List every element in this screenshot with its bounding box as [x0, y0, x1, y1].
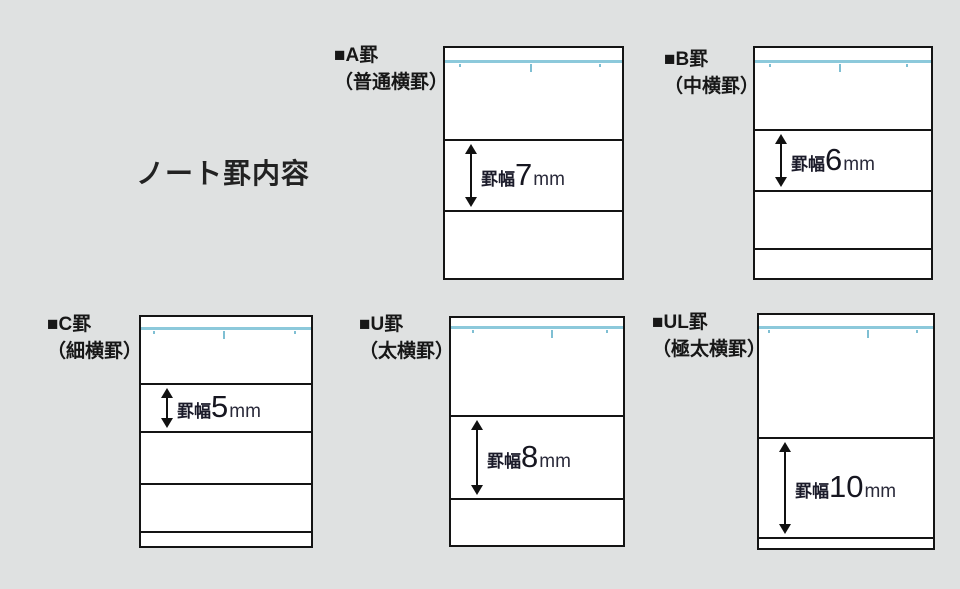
ruled-line — [451, 415, 623, 417]
arrow-stem — [784, 450, 786, 526]
measure-unit: mm — [229, 401, 261, 422]
ruled-line — [759, 537, 933, 539]
ruled-line — [141, 431, 311, 433]
measure-value: 10 — [829, 469, 864, 504]
margin-tick — [223, 331, 225, 339]
margin-line — [141, 327, 311, 330]
margin-tick — [551, 330, 553, 338]
margin-line — [759, 326, 933, 329]
width-arrow — [465, 144, 477, 207]
ruled-line — [451, 498, 623, 500]
margin-tick — [916, 330, 918, 333]
width-arrow — [161, 388, 173, 428]
arrow-head-down-icon — [779, 524, 791, 534]
page-title: ノート罫内容 — [136, 158, 311, 189]
margin-tick — [530, 64, 532, 72]
measure-unit: mm — [843, 153, 875, 175]
margin-tick — [459, 64, 461, 67]
panel-name: ■A罫 — [334, 45, 379, 66]
margin-tick — [606, 330, 608, 333]
margin-line — [755, 60, 931, 63]
margin-line — [451, 326, 623, 329]
panel-name: ■B罫 — [664, 49, 709, 70]
ruled-line — [445, 139, 622, 141]
panel-subname: （普通横罫） — [334, 72, 449, 93]
measure-label: 罫幅 — [791, 154, 825, 174]
ruled-line — [141, 383, 311, 385]
measure-value: 8 — [521, 438, 539, 474]
measure-value: 5 — [211, 389, 229, 424]
measure-unit: mm — [539, 450, 571, 472]
arrow-stem — [476, 428, 478, 487]
measure-unit: mm — [864, 481, 897, 502]
panel-label-B: ■B罫 （中横罫） — [664, 46, 759, 100]
measure-value: 7 — [515, 156, 533, 192]
margin-tick — [867, 330, 869, 338]
margin-line — [445, 60, 622, 63]
panel-label-UL: ■UL罫 （極太横罫） — [652, 309, 766, 363]
panel-subname: （中横罫） — [664, 76, 760, 97]
arrow-head-up-icon — [779, 442, 791, 452]
panel-label-C: ■C罫 （細横罫） — [47, 311, 142, 365]
measure-label: 罫幅 — [487, 451, 521, 471]
width-arrow — [775, 134, 787, 187]
ruled-line — [755, 248, 931, 250]
arrow-stem — [470, 152, 472, 199]
margin-tick — [153, 331, 155, 334]
arrow-head-down-icon — [465, 197, 477, 207]
measure-unit: mm — [533, 168, 565, 190]
panel-label-U: ■U罫 （太横罫） — [359, 311, 454, 365]
arrow-head-up-icon — [465, 144, 477, 154]
margin-tick — [294, 331, 296, 334]
ruled-line — [445, 210, 622, 212]
margin-tick — [769, 64, 771, 67]
panel-subname: （極太横罫） — [652, 339, 767, 360]
ruled-line — [759, 437, 933, 439]
width-arrow — [779, 442, 791, 534]
arrow-head-up-icon — [775, 134, 787, 144]
margin-tick — [906, 64, 908, 67]
measure-label: 罫幅 — [481, 169, 515, 189]
ruled-line — [141, 531, 311, 533]
measure-label: 罫幅 — [795, 482, 829, 501]
panel-subname: （細横罫） — [47, 341, 143, 362]
arrow-stem — [780, 142, 782, 179]
measure-label: 罫幅 — [177, 402, 211, 421]
arrow-head-down-icon — [471, 485, 483, 495]
width-arrow — [471, 420, 483, 495]
margin-tick — [839, 64, 841, 72]
margin-tick — [472, 330, 474, 333]
margin-tick — [768, 330, 770, 333]
measure-value: 6 — [825, 141, 843, 177]
panel-name: ■C罫 — [47, 314, 92, 335]
arrow-head-up-icon — [161, 388, 173, 398]
margin-tick — [599, 64, 601, 67]
panel-subname: （太横罫） — [359, 341, 455, 362]
arrow-head-up-icon — [471, 420, 483, 430]
ruled-line — [755, 190, 931, 192]
ruled-line — [141, 483, 311, 485]
ruled-line — [755, 129, 931, 131]
panel-label-A: ■A罫 （普通横罫） — [334, 42, 448, 96]
panel-name: ■UL罫 — [652, 312, 708, 333]
arrow-head-down-icon — [775, 177, 787, 187]
panel-name: ■U罫 — [359, 314, 404, 335]
arrow-head-down-icon — [161, 418, 173, 428]
arrow-stem — [166, 396, 168, 420]
